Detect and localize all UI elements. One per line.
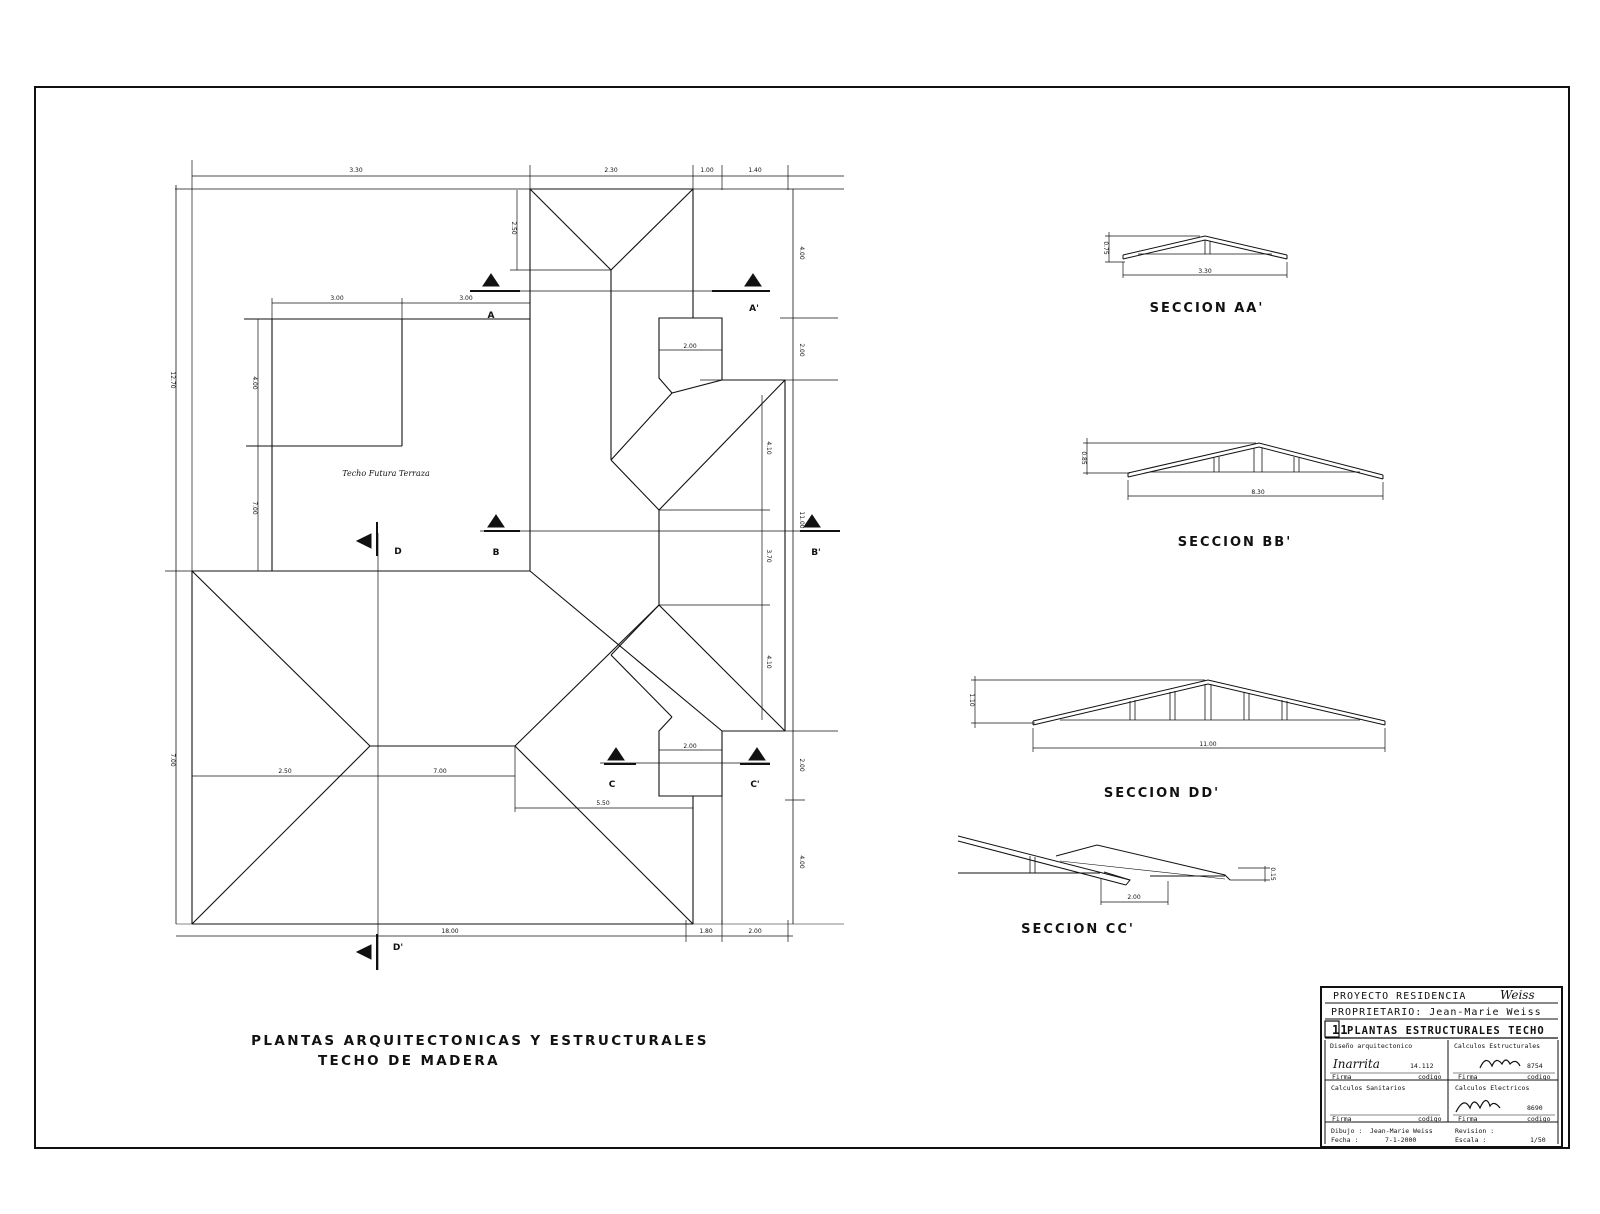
- tb-date: 7-1-2000: [1385, 1136, 1416, 1144]
- plan-note: Techo Futura Terraza: [342, 469, 430, 478]
- tb-electrical-code: 8690: [1527, 1104, 1543, 1112]
- tb-drawing-label: Dibujo :: [1331, 1127, 1362, 1135]
- tb-firma-3: Firma: [1332, 1115, 1352, 1123]
- cut-marker-b-prime: [803, 514, 821, 528]
- dim-right-6: 4.00: [798, 855, 805, 869]
- tb-project: PROYECTO RESIDENCIA: [1333, 991, 1466, 1002]
- tb-arch-code: 14.112: [1410, 1062, 1434, 1070]
- dim-top-2: 2.30: [604, 167, 618, 174]
- dim-wing-left-2: 7.00: [251, 501, 258, 515]
- tb-electrical-signature: [1455, 1099, 1501, 1113]
- dim-top-3: 1.00: [700, 167, 714, 174]
- cut-marker-c-prime: [748, 747, 766, 761]
- section-bb-title: SECCION BB': [1178, 535, 1292, 550]
- section-aa: [1105, 232, 1288, 278]
- dim-left-2: 7.00: [169, 753, 176, 767]
- tb-electrical-label: Calculos Electricos: [1455, 1084, 1529, 1092]
- tb-date-label: Fecha :: [1331, 1136, 1358, 1144]
- drawing-title-line1: PLANTAS ARQUITECTONICAS Y ESTRUCTURALES: [251, 1033, 709, 1049]
- dim-right-1: 4.00: [798, 246, 805, 260]
- tb-firma-2: Firma: [1458, 1073, 1478, 1081]
- tb-codigo-4: codigo: [1527, 1115, 1551, 1123]
- sheet-border: [34, 86, 1570, 1149]
- dim-wing-left-1: 4.00: [251, 376, 258, 390]
- dim-wing-top-2: 3.00: [459, 295, 473, 302]
- tb-owner: PROPRIETARIO: Jean-Marie Weiss: [1331, 1007, 1542, 1018]
- dim-right-2: 2.00: [798, 343, 805, 357]
- tb-codigo-3: codigo: [1418, 1115, 1442, 1123]
- section-bb-height: 0.85: [1080, 451, 1087, 465]
- section-cc-title: SECCION CC': [1021, 922, 1135, 937]
- tb-codigo-2: codigo: [1527, 1073, 1551, 1081]
- cut-marker-a-prime: [744, 273, 762, 287]
- dim-lower-left-1: 2.50: [278, 768, 292, 775]
- tb-sheet-number: 11: [1332, 1023, 1348, 1037]
- section-dd-height: 1.10: [968, 693, 975, 707]
- section-aa-title: SECCION AA': [1150, 301, 1265, 316]
- dim-notch-lower: 2.00: [683, 743, 697, 750]
- title-block: [1320, 986, 1563, 1148]
- section-aa-height: 0.75: [1102, 241, 1109, 255]
- tb-struct-signature: [1479, 1059, 1521, 1069]
- dim-top-4: 1.40: [748, 167, 762, 174]
- drawing-title-line2: TECHO DE MADERA: [318, 1053, 500, 1069]
- cut-marker-d-prime: [355, 944, 372, 960]
- tb-firma-4: Firma: [1458, 1115, 1478, 1123]
- plan-dimensions: 3.30 2.30 1.00 1.40 18.00 1.80 2.00 12.7…: [169, 167, 805, 935]
- section-dd-width: 11.00: [1199, 741, 1216, 748]
- section-cc-height: 0.15: [1269, 867, 1276, 881]
- dim-bottom-2: 1.80: [699, 928, 713, 935]
- tb-firma-1: Firma: [1332, 1073, 1352, 1081]
- tb-sheet-title: PLANTAS ESTRUCTURALES TECHO: [1347, 1025, 1545, 1037]
- dim-mid-3: 4.10: [765, 655, 772, 669]
- cut-marker-b: [487, 514, 505, 528]
- dim-mid-2: 3.70: [765, 549, 772, 563]
- tb-struct-label: Calculos Estructurales: [1454, 1042, 1540, 1050]
- cut-marker-a: [482, 273, 500, 287]
- cut-label-a: A: [488, 311, 495, 321]
- tb-scale: 1/50: [1530, 1136, 1546, 1144]
- cut-label-c-prime: C': [750, 780, 759, 790]
- tb-arch-label: Diseño arquitectonico: [1330, 1042, 1412, 1050]
- section-cc: [957, 835, 1270, 905]
- dim-right-total: 11.00: [798, 511, 805, 528]
- section-bb: [1083, 438, 1384, 500]
- tb-project-name: Weiss: [1500, 988, 1535, 1002]
- tb-scale-label: Escala :: [1455, 1136, 1486, 1144]
- cut-label-d: D: [394, 547, 401, 557]
- dim-notch-upper: 2.00: [683, 343, 697, 350]
- dim-mid-1: 4.10: [765, 441, 772, 455]
- cut-markers: [355, 273, 840, 970]
- dim-top-1: 3.30: [349, 167, 363, 174]
- dim-left-1: 12.70: [169, 371, 176, 388]
- section-bb-width: 8.30: [1251, 489, 1265, 496]
- tb-revision-label: Revision :: [1455, 1127, 1494, 1135]
- section-aa-width: 3.30: [1198, 268, 1212, 275]
- dim-lower-left-2: 7.00: [433, 768, 447, 775]
- cut-label-a-prime: A': [749, 304, 759, 314]
- dim-wing-top-1: 3.00: [330, 295, 344, 302]
- cut-label-d-prime: D': [393, 943, 403, 953]
- cut-labels: A A' B B' C C' D D': [393, 304, 821, 953]
- tb-struct-code: 8754: [1527, 1062, 1543, 1070]
- tb-codigo-1: codigo: [1418, 1073, 1442, 1081]
- cut-label-b: B: [493, 548, 500, 558]
- tb-drawing-by: Jean-Marie Weiss: [1370, 1127, 1433, 1135]
- section-dd-title: SECCION DD': [1104, 786, 1220, 801]
- cut-label-b-prime: B': [811, 548, 821, 558]
- roof-plan: [165, 160, 844, 970]
- cut-label-c: C: [609, 780, 616, 790]
- tb-arch-signature: Inarrita: [1332, 1057, 1380, 1071]
- cut-marker-c: [607, 747, 625, 761]
- dim-top-notch: 2.50: [510, 221, 517, 235]
- section-cc-width: 2.00: [1127, 894, 1141, 901]
- dim-bottom-1: 18.00: [441, 928, 458, 935]
- dim-bottom-3: 2.00: [748, 928, 762, 935]
- cut-marker-d: [355, 533, 372, 549]
- dim-right-5: 2.00: [798, 758, 805, 772]
- dim-lower-mid: 5.50: [596, 800, 610, 807]
- section-dd: [971, 676, 1386, 752]
- tb-sanitary-label: Calculos Sanitarios: [1331, 1084, 1405, 1092]
